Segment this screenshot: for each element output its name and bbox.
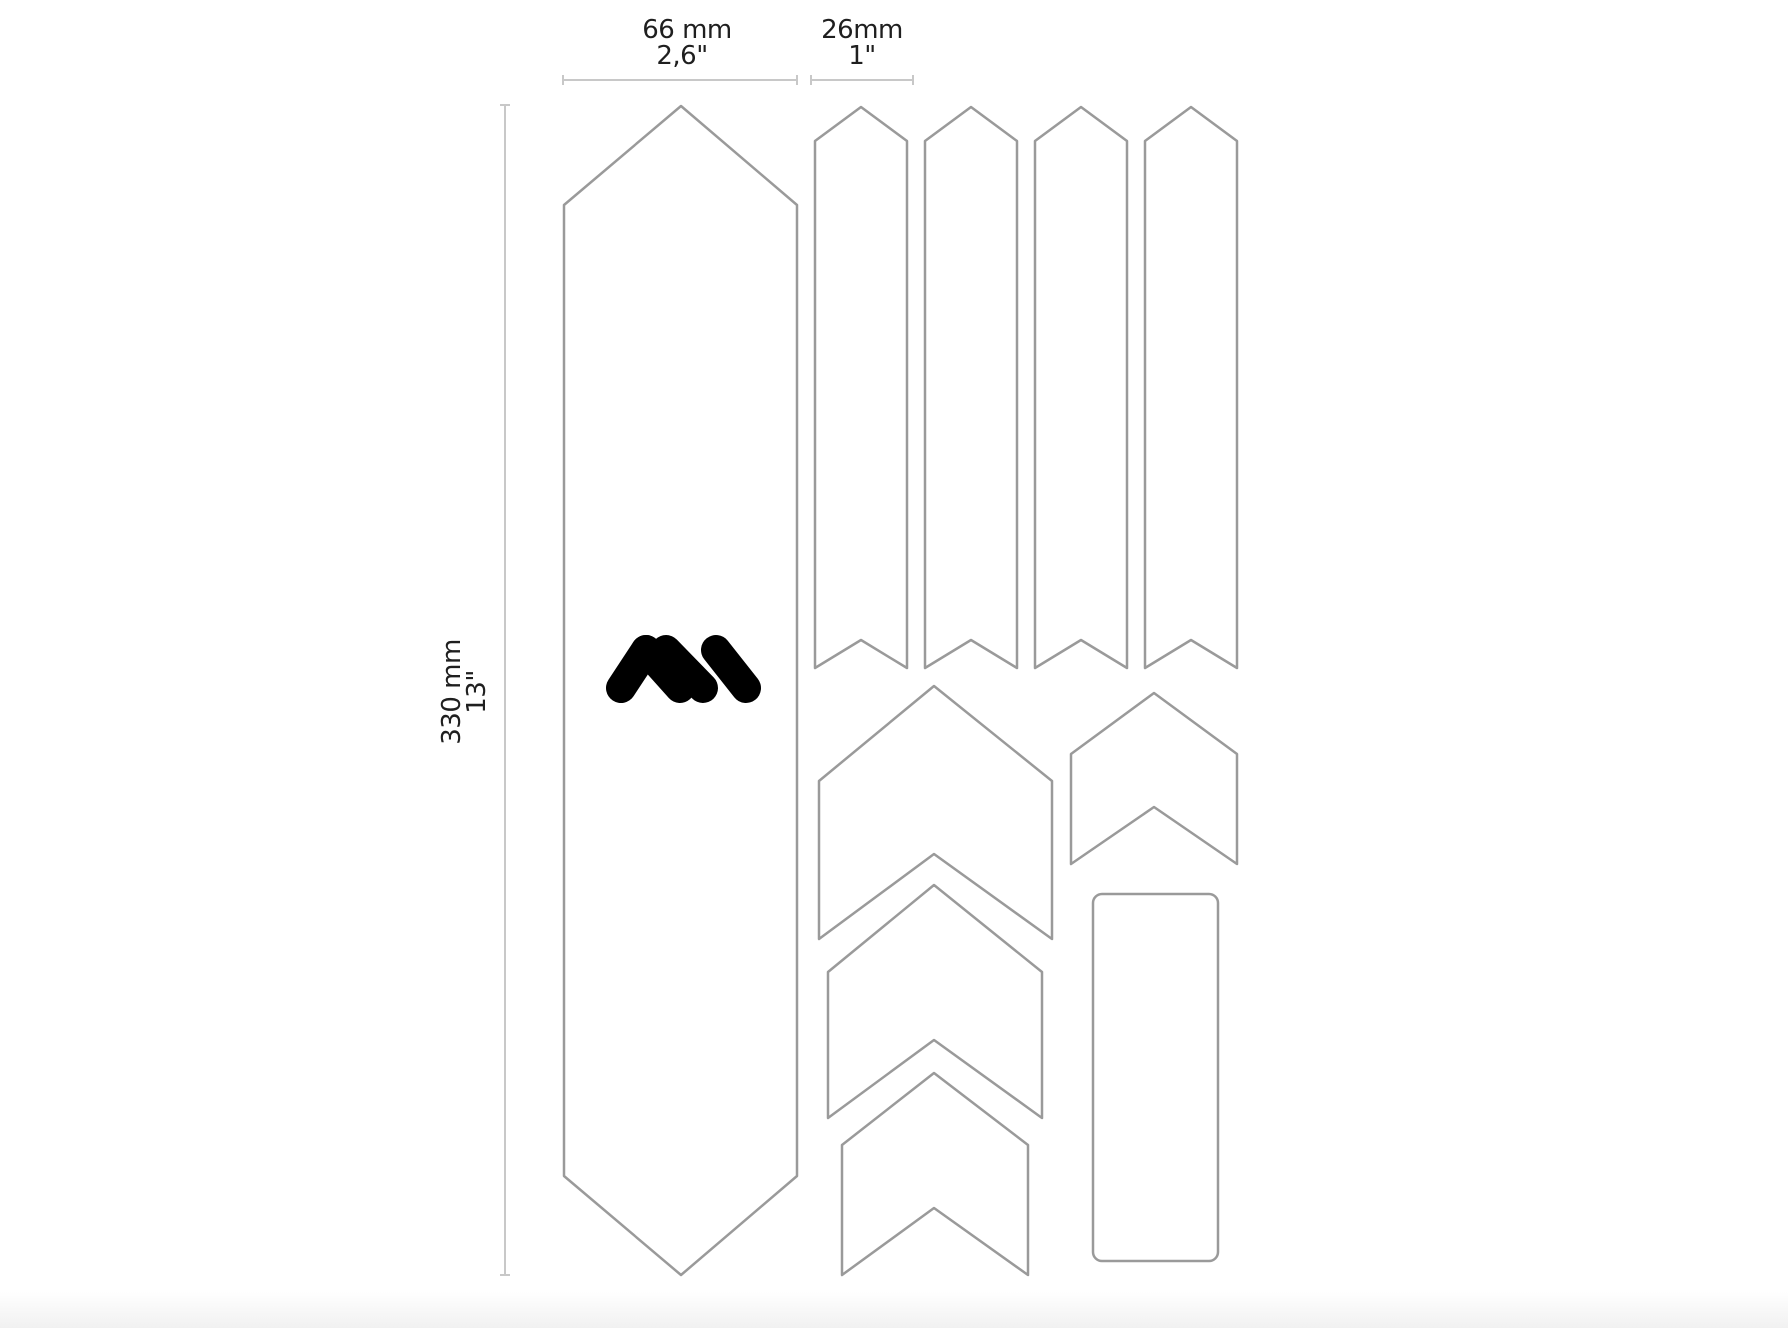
strip-piece-2 [923,105,1019,670]
rectangle-piece [1091,892,1220,1263]
length-in-label: 13" [462,670,492,714]
strip-piece-1 [813,105,909,670]
length-mm-label: 330 mm [437,639,467,745]
bottom-shadow-band [0,1292,1788,1328]
main-frame-protector-piece [562,104,799,1277]
strip-in-label: 1" [848,41,876,71]
width-in-label: 2,6" [656,41,707,71]
chevron-piece-large [817,684,1054,941]
strip-piece-3 [1033,105,1129,670]
length-dimension-330mm: 330 mm 13" [437,104,510,1276]
strip-piece-4 [1143,105,1239,670]
strip-mm-label: 26mm [821,15,903,45]
chevron-piece-middle [826,883,1044,1120]
width-mm-label: 66 mm [642,15,732,45]
strip-dimension-26mm: 26mm 1" [810,15,914,85]
chevron-piece-bottom [840,1071,1030,1277]
am-logo-icon [606,635,761,703]
width-dimension-66mm: 66 mm 2,6" [562,15,798,85]
chevron-piece-small-right [1069,691,1239,866]
